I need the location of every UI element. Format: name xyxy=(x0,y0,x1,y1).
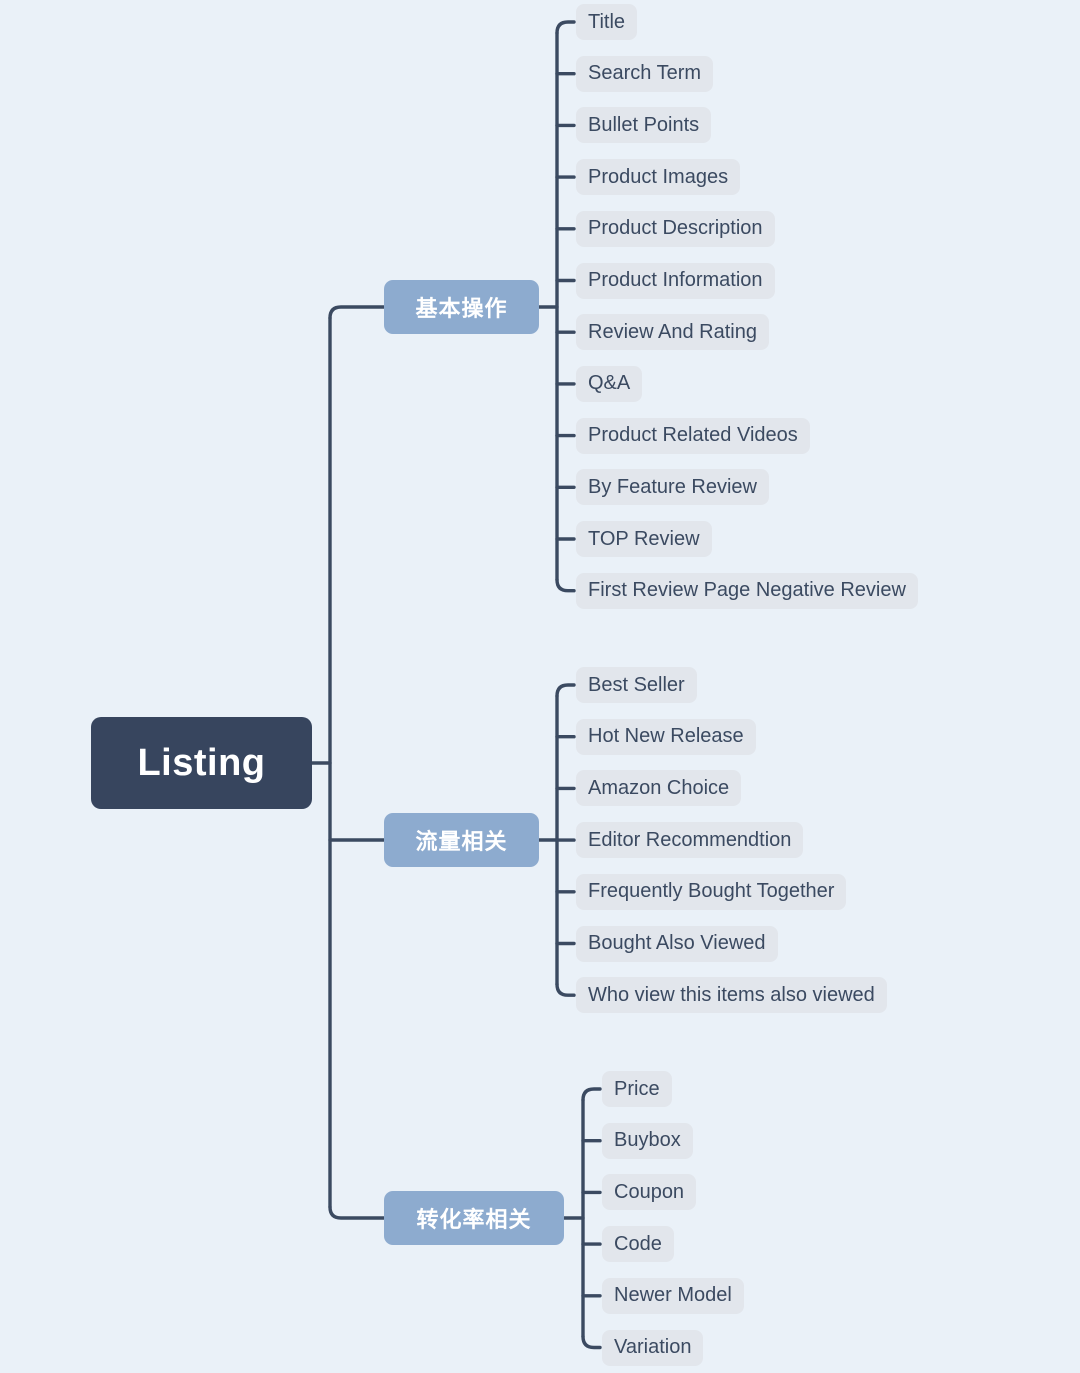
leaf-node[interactable]: Who view this items also viewed xyxy=(576,977,887,1014)
leaf-node[interactable]: Product Images xyxy=(576,159,741,196)
root-node-label: Listing xyxy=(137,742,266,784)
leaf-node-label: Review And Rating xyxy=(588,320,757,343)
leaf-node-label: TOP Review xyxy=(588,527,700,550)
leaf-node[interactable]: By Feature Review xyxy=(576,469,769,506)
leaf-node-label: Buybox xyxy=(614,1129,681,1152)
leaf-node[interactable]: Editor Recommendtion xyxy=(576,822,804,859)
leaf-node-label: Coupon xyxy=(614,1180,685,1203)
leaf-node-label: Best Seller xyxy=(588,673,685,696)
leaf-node-label: Code xyxy=(614,1232,662,1255)
leaf-node[interactable]: Title xyxy=(576,4,638,40)
leaf-node-label: By Feature Review xyxy=(588,475,757,498)
leaf-node-label: Price xyxy=(614,1077,660,1100)
leaf-node-label: Newer Model xyxy=(614,1284,732,1307)
leaf-node[interactable]: Variation xyxy=(602,1329,704,1366)
leaf-node[interactable]: Frequently Bought Together xyxy=(576,873,847,910)
leaf-node-label: Bought Also Viewed xyxy=(588,932,766,954)
branch-node-label: 转化率相关 xyxy=(416,1207,532,1232)
leaf-node[interactable]: Search Term xyxy=(576,55,714,92)
leaf-node[interactable]: Product Information xyxy=(576,262,775,299)
leaf-node-label: Q&A xyxy=(588,372,631,395)
branch-node-label: 基本操作 xyxy=(415,296,508,321)
leaf-node[interactable]: Best Seller xyxy=(576,667,697,703)
branch-node-1[interactable]: 基本操作 xyxy=(384,280,539,334)
leaf-node[interactable]: Product Related Videos xyxy=(576,417,810,454)
leaf-node-label: Title xyxy=(588,10,626,33)
leaf-node-label: Product Description xyxy=(588,217,763,240)
leaf-node[interactable]: Buybox xyxy=(602,1122,693,1159)
branch-node-2[interactable]: 流量相关 xyxy=(384,813,539,867)
leaf-node[interactable]: Product Description xyxy=(576,210,775,247)
leaf-node-label: Frequently Bought Together xyxy=(588,880,835,903)
leaf-node[interactable]: Price xyxy=(602,1071,672,1107)
leaf-node-label: Editor Recommendtion xyxy=(588,828,792,851)
leaf-node[interactable]: Hot New Release xyxy=(576,718,756,755)
leaf-node-label: Variation xyxy=(614,1336,692,1358)
leaf-node-label: Product Images xyxy=(588,165,729,188)
leaf-node-label: Bullet Points xyxy=(588,113,700,136)
leaf-node-label: Hot New Release xyxy=(588,725,744,748)
leaf-node-label: Search Term xyxy=(588,62,702,85)
leaf-node-label: First Review Page Negative Review xyxy=(588,579,906,602)
leaf-node[interactable]: Coupon xyxy=(602,1174,697,1211)
leaf-node[interactable]: Review And Rating xyxy=(576,314,769,351)
leaf-node[interactable]: Code xyxy=(602,1226,674,1263)
leaf-node[interactable]: First Review Page Negative Review xyxy=(576,572,918,609)
leaf-node[interactable]: Bullet Points xyxy=(576,107,712,144)
leaf-node[interactable]: TOP Review xyxy=(576,521,712,557)
leaf-node-label: Product Related Videos xyxy=(588,424,798,447)
branch-node-label: 流量相关 xyxy=(415,829,508,854)
leaf-node[interactable]: Bought Also Viewed xyxy=(576,925,778,962)
leaf-node[interactable]: Newer Model xyxy=(602,1277,744,1314)
leaf-node[interactable]: Amazon Choice xyxy=(576,770,742,807)
leaf-node-label: Who view this items also viewed xyxy=(588,983,875,1006)
root-node-listing[interactable]: Listing xyxy=(91,717,312,809)
branch-node-3[interactable]: 转化率相关 xyxy=(384,1191,564,1245)
leaf-node-label: Amazon Choice xyxy=(588,776,730,799)
leaf-node-label: Product Information xyxy=(588,269,763,291)
leaf-node[interactable]: Q&A xyxy=(576,365,643,402)
